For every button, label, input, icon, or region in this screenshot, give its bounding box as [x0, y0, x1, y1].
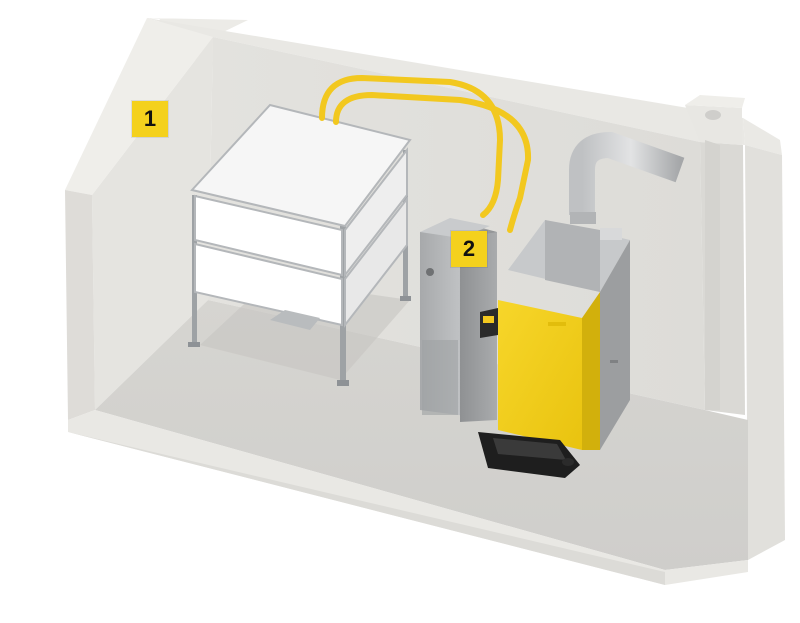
flue-pipe: [569, 131, 685, 224]
callout-marker-2: 2: [451, 231, 487, 267]
pellet-hopper: [420, 218, 497, 422]
vacuum-hoses: [319, 74, 532, 233]
callout-marker-1-label: 1: [143, 106, 157, 131]
callout-marker-2-label: 2: [462, 236, 476, 261]
pellet-boiler: [478, 220, 630, 478]
pellet-storage-silo: [188, 103, 412, 386]
callout-marker-1: 1: [132, 101, 168, 137]
